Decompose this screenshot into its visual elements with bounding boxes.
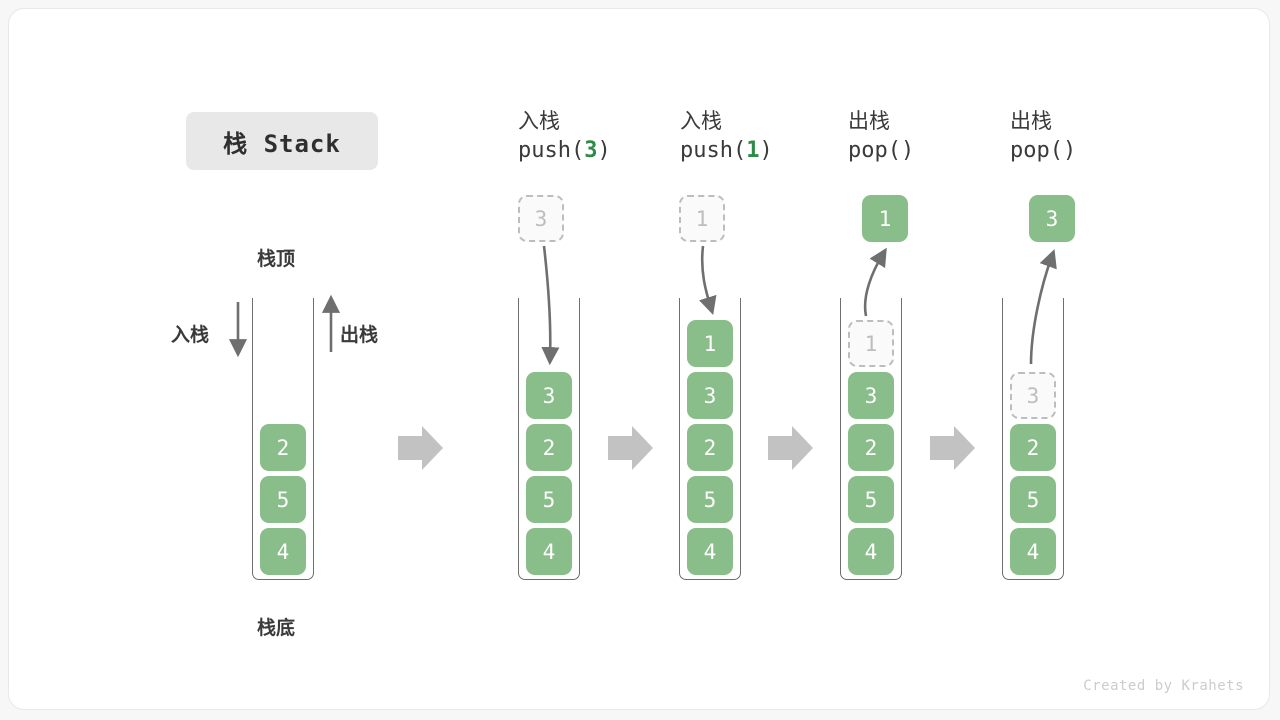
label-pop-side: 出栈 xyxy=(340,325,379,346)
stack-cell: 4 xyxy=(687,528,733,575)
footer-credit: Created by Krahets xyxy=(1083,678,1244,694)
floating-box-pop-1: 1 xyxy=(862,195,908,242)
column-header-pop-3: 出栈 pop() xyxy=(1010,108,1170,166)
column-header-pop-1: 出栈 pop() xyxy=(848,108,1008,166)
stack-container-pop-1 xyxy=(840,298,902,580)
removed-cell-ghost: 3 xyxy=(1010,372,1056,419)
column-header-code: push(3) xyxy=(518,136,678,166)
code-suffix: ) xyxy=(759,138,773,163)
stack-cell: 5 xyxy=(848,476,894,523)
label-stack-bottom: 栈底 xyxy=(257,618,296,639)
code-suffix: ) xyxy=(1062,138,1077,163)
column-header-cn: 出栈 xyxy=(1010,110,1052,133)
stack-cell: 2 xyxy=(526,424,572,471)
code-prefix: push( xyxy=(680,138,747,163)
column-header-cn: 出栈 xyxy=(848,110,890,133)
code-suffix: ) xyxy=(900,138,915,163)
stack-container-initial xyxy=(252,298,314,580)
column-header-cn: 入栈 xyxy=(518,110,560,133)
stack-cell: 3 xyxy=(848,372,894,419)
stack-cell: 5 xyxy=(687,476,733,523)
stack-cell: 5 xyxy=(1010,476,1056,523)
stack-container-pop-3 xyxy=(1002,298,1064,580)
stack-cell: 5 xyxy=(260,476,306,523)
column-header-code: push(1) xyxy=(680,136,840,166)
code-arg: 3 xyxy=(584,138,598,163)
stack-cell: 3 xyxy=(687,372,733,419)
code-arg: 1 xyxy=(746,138,760,163)
label-push-side: 入栈 xyxy=(171,325,210,346)
code-prefix: pop( xyxy=(848,138,901,163)
floating-box-push-1: 1 xyxy=(679,195,725,242)
diagram-title-badge: 栈 Stack xyxy=(186,112,378,170)
stack-cell: 4 xyxy=(848,528,894,575)
stack-cell: 2 xyxy=(687,424,733,471)
label-stack-top: 栈顶 xyxy=(257,249,296,270)
stack-cell: 3 xyxy=(526,372,572,419)
column-header-code: pop() xyxy=(848,136,1008,166)
stack-container-push-1 xyxy=(679,298,741,580)
floating-box-pop-3: 3 xyxy=(1029,195,1075,242)
stack-cell: 4 xyxy=(1010,528,1056,575)
column-header-push-3: 入栈 push(3) xyxy=(518,108,678,166)
column-header-push-1: 入栈 push(1) xyxy=(680,108,840,166)
column-header-code: pop() xyxy=(1010,136,1170,166)
stack-cell: 2 xyxy=(1010,424,1056,471)
stack-container-push-3 xyxy=(518,298,580,580)
floating-box-push-3: 3 xyxy=(518,195,564,242)
code-prefix: pop( xyxy=(1010,138,1063,163)
stack-cell: 2 xyxy=(260,424,306,471)
code-suffix: ) xyxy=(597,138,611,163)
column-header-cn: 入栈 xyxy=(680,110,722,133)
stack-cell: 4 xyxy=(260,528,306,575)
stack-cell: 1 xyxy=(687,320,733,367)
stack-cell: 4 xyxy=(526,528,572,575)
stack-cell: 5 xyxy=(526,476,572,523)
stack-cell: 2 xyxy=(848,424,894,471)
code-prefix: push( xyxy=(518,138,585,163)
removed-cell-ghost: 1 xyxy=(848,320,894,367)
